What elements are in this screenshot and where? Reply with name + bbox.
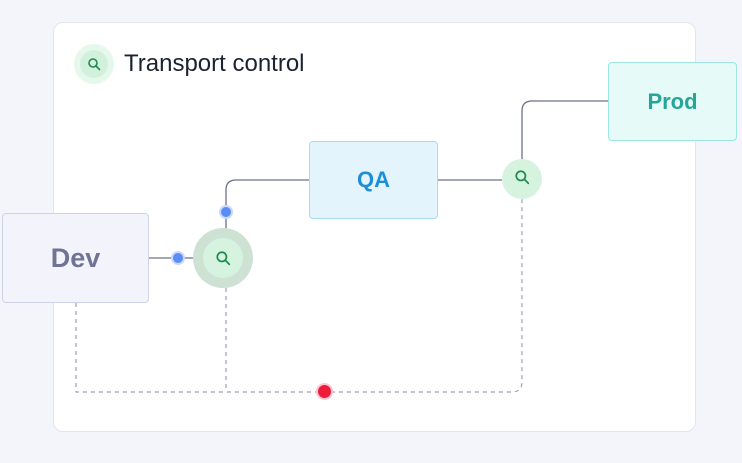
wire-control-qa	[225, 179, 309, 236]
connector-dot-error[interactable]	[316, 383, 333, 400]
transport-control-main[interactable]	[193, 228, 253, 288]
diagram-title: Transport control	[124, 50, 305, 77]
search-icon	[514, 169, 530, 190]
transport-control-prod[interactable]	[502, 159, 542, 199]
title-badge	[74, 44, 114, 84]
connector-dot-control[interactable]	[219, 205, 233, 219]
wire-control-prod	[521, 100, 608, 159]
connector-dot-dev[interactable]	[171, 251, 185, 265]
node-dev[interactable]: Dev	[2, 213, 149, 303]
diagram-card	[53, 22, 696, 432]
node-prod[interactable]: Prod	[608, 62, 737, 141]
search-icon	[80, 50, 108, 78]
search-icon	[203, 238, 243, 278]
node-qa[interactable]: QA	[309, 141, 438, 219]
